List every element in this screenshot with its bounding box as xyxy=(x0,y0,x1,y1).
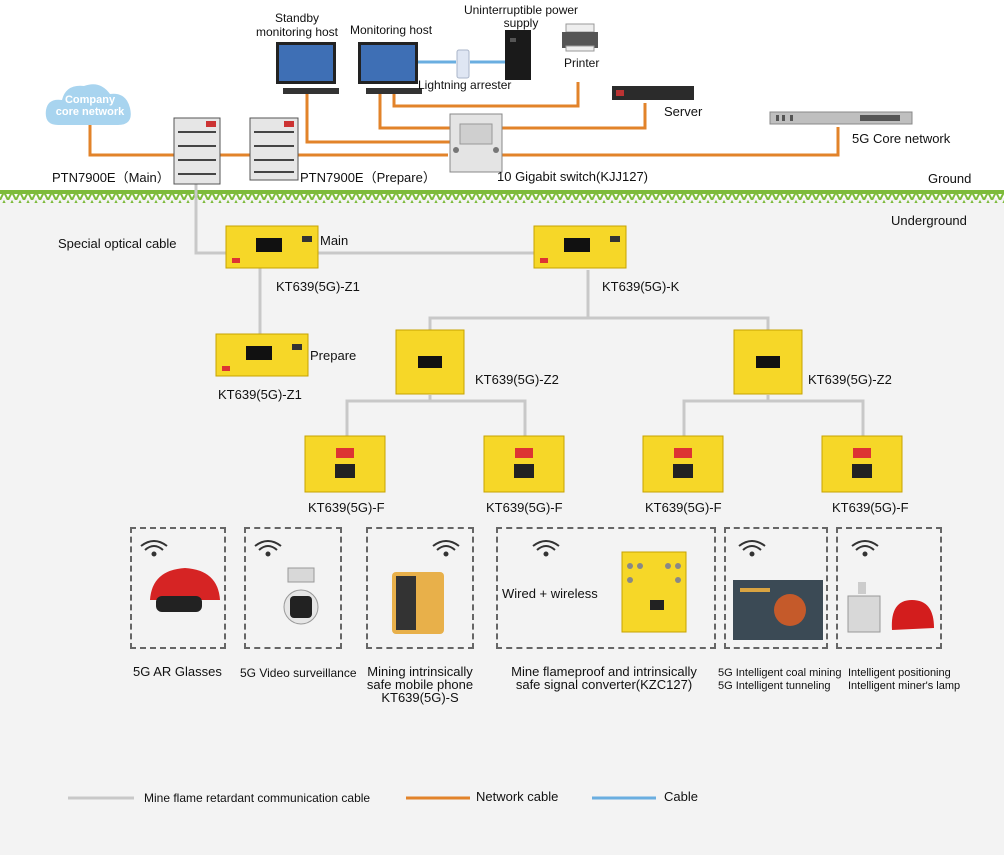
main-tag-label: Main xyxy=(320,233,349,248)
cable-printer-switch xyxy=(392,82,580,108)
monitoring-host-label: Monitoring host xyxy=(350,23,433,37)
legend-network-label: Network cable xyxy=(476,789,559,804)
kt639-z2-right-device xyxy=(733,329,803,395)
cable-z2l-f2 xyxy=(430,399,527,436)
lightning-arrester-label: Lightning arrester xyxy=(418,78,512,92)
converter-label-1: Mine flameproof and intrinsically xyxy=(511,664,697,679)
z1-prepare-label: KT639(5G)-Z1 xyxy=(218,387,302,402)
ground-line xyxy=(0,190,1004,194)
wifi-icon-coal xyxy=(738,540,766,557)
legend-cable-label: Cable xyxy=(664,789,698,804)
cable-z2r-f xyxy=(682,395,770,436)
video-camera-icon xyxy=(283,567,319,625)
phone-label-1: Mining intrinsically xyxy=(367,664,473,679)
ups-label: Uninterruptible power supply xyxy=(463,3,579,30)
coal-label-2: 5G Intelligent tunneling xyxy=(718,680,831,692)
terminal-box-phone xyxy=(366,527,474,649)
kt639-k-device xyxy=(533,225,627,269)
switch-label: 10 Gigabit switch(KJJ127) xyxy=(497,169,649,184)
ptn-prepare-icon xyxy=(249,117,299,181)
terminal-box-lamp xyxy=(836,527,942,649)
ptn-prepare-label: PTN7900E（Prepare） xyxy=(300,170,436,185)
phone-label-2: safe mobile phone xyxy=(366,677,474,692)
ar-glasses-icon xyxy=(150,568,220,612)
z2-right-label: KT639(5G)-Z2 xyxy=(808,372,892,387)
cable-k-z2 xyxy=(428,270,590,330)
cable-ptn-z1 xyxy=(194,182,226,255)
coal-label-1: 5G Intelligent coal mining xyxy=(718,667,842,679)
standby-monitor-icon xyxy=(276,42,339,94)
mobile-phone-icon xyxy=(392,572,444,634)
f-label-4: KT639(5G)-F xyxy=(832,500,909,515)
video-label: 5G Video surveillance xyxy=(240,666,357,680)
z2-left-label: KT639(5G)-Z2 xyxy=(475,372,559,387)
terminal-box-converter xyxy=(496,527,716,649)
terminal-box-ar xyxy=(130,527,226,649)
cloud-icon xyxy=(45,84,131,125)
cloud-label: Company core network xyxy=(55,94,125,118)
cable-z2l-f xyxy=(345,395,432,436)
cable-core-switch xyxy=(502,127,840,157)
monitoring-monitor-icon xyxy=(358,42,422,94)
cable-server-switch xyxy=(502,103,647,130)
kt639-z1-prepare-device xyxy=(215,333,309,377)
server-label: Server xyxy=(664,104,703,119)
k-label: KT639(5G)-K xyxy=(602,279,680,294)
lightning-arrester-icon xyxy=(456,49,470,79)
underground-label: Underground xyxy=(891,213,967,228)
kt639-f-device-3 xyxy=(642,435,724,493)
prepare-tag-label: Prepare xyxy=(310,348,357,363)
ar-glasses-label: 5G AR Glasses xyxy=(133,664,222,679)
kt639-z1-main-device xyxy=(225,225,319,269)
cable-standby-switch xyxy=(305,93,452,144)
kt639-f-device-2 xyxy=(483,435,565,493)
wifi-icon-phone xyxy=(432,540,460,557)
ground-grass xyxy=(0,193,1004,203)
wifi-icon-converter xyxy=(532,540,560,557)
cable-monitor-switch xyxy=(378,93,452,130)
core-network-label: 5G Core network xyxy=(852,131,951,146)
positioning-label-1: Intelligent positioning xyxy=(848,667,951,679)
f-label-1: KT639(5G)-F xyxy=(308,500,385,515)
terminal-box-video xyxy=(244,527,342,649)
underground-area xyxy=(0,198,1004,855)
converter-label-2: safe signal converter(KZC127) xyxy=(515,677,693,692)
wifi-icon-video xyxy=(254,540,282,557)
kt639-f-device-1 xyxy=(304,435,386,493)
kt639-z2-left-device xyxy=(395,329,465,395)
phone-label-3: KT639(5G)-S xyxy=(381,690,459,705)
positioning-label-2: Intelligent miner's lamp xyxy=(848,680,961,692)
cable-z2r-f2 xyxy=(768,399,865,436)
switch-icon xyxy=(449,113,503,173)
f-label-3: KT639(5G)-F xyxy=(645,500,722,515)
wifi-icon-lamp xyxy=(851,540,879,557)
printer-icon xyxy=(562,23,598,52)
printer-label: Printer xyxy=(564,56,600,70)
z1-main-label: KT639(5G)-Z1 xyxy=(276,279,360,294)
wifi-icons xyxy=(140,540,879,557)
wifi-icon-ar xyxy=(140,540,168,557)
positioning-lamp-icon xyxy=(847,582,934,633)
standby-host-label: Standby monitoring host xyxy=(255,11,339,39)
cable-cloud-ptn xyxy=(88,125,175,157)
optical-cable-label: Special optical cable xyxy=(58,236,177,251)
ptn-main-label: PTN7900E（Main） xyxy=(52,170,170,185)
kt639-f-device-4 xyxy=(821,435,903,493)
ptn-main-icon xyxy=(173,117,221,185)
core-network-icon xyxy=(769,111,913,125)
legend-comm-label: Mine flame retardant communication cable xyxy=(144,791,371,805)
wired-wireless-label: Wired + wireless xyxy=(502,586,598,601)
comm-cables xyxy=(194,182,865,436)
network-cables xyxy=(88,82,840,157)
ups-icon xyxy=(505,30,531,80)
signal-converter-icon xyxy=(621,551,687,633)
cable-k-z2r xyxy=(588,316,770,330)
server-icon xyxy=(612,86,694,100)
terminal-box-coal xyxy=(724,527,828,649)
coal-mining-icon xyxy=(733,580,823,640)
f-label-2: KT639(5G)-F xyxy=(486,500,563,515)
ground-label: Ground xyxy=(928,171,972,186)
